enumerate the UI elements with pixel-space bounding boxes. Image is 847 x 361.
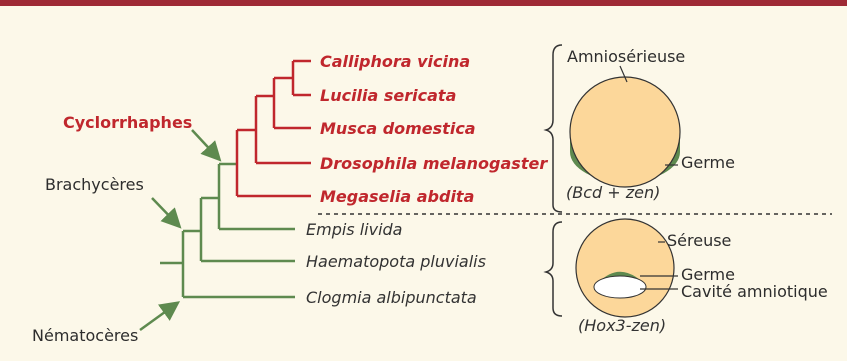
cyclorrhaphes-arrow — [191, 129, 222, 162]
label-serosa: Séreuse — [667, 231, 731, 250]
caption-hox3-zen: (Hox3-zen) — [578, 316, 666, 335]
label-germ-bottom: Germe — [681, 265, 735, 284]
embryo-bottom — [575, 218, 675, 318]
label-amnioserosa: Amniosérieuse — [567, 47, 685, 66]
species-drosophila: Drosophila melanogaster — [320, 154, 548, 173]
tree-red — [235, 59, 311, 198]
nematoceres-arrow — [139, 301, 181, 332]
species-calliphora: Calliphora vicina — [320, 52, 470, 71]
bracket-top — [543, 44, 563, 213]
bracket-bottom — [543, 221, 563, 317]
species-clogmia: Clogmia albipunctata — [306, 288, 477, 307]
label-cyclorrhaphes: Cyclorrhaphes — [63, 113, 192, 132]
tree-green — [160, 162, 295, 299]
species-empis: Empis livida — [306, 220, 402, 239]
label-germ-top: Germe — [681, 153, 735, 172]
species-megaselia: Megaselia abdita — [320, 187, 474, 206]
figure-panel — [0, 6, 847, 361]
species-lucilia: Lucilia sericata — [320, 86, 456, 105]
label-nematoceres: Nématocères — [32, 326, 138, 345]
label-brachyceres: Brachycères — [45, 175, 144, 194]
top-bar — [0, 0, 847, 6]
species-haematopota: Haematopota pluvialis — [306, 252, 486, 271]
label-amniotic-cavity: Cavité amniotique — [681, 282, 828, 301]
species-musca: Musca domestica — [320, 119, 476, 138]
pointer-amnio — [619, 65, 628, 83]
brachyceres-arrow — [151, 197, 182, 229]
embryo-top — [569, 76, 681, 188]
caption-bcd-zen: (Bcd + zen) — [566, 183, 660, 202]
